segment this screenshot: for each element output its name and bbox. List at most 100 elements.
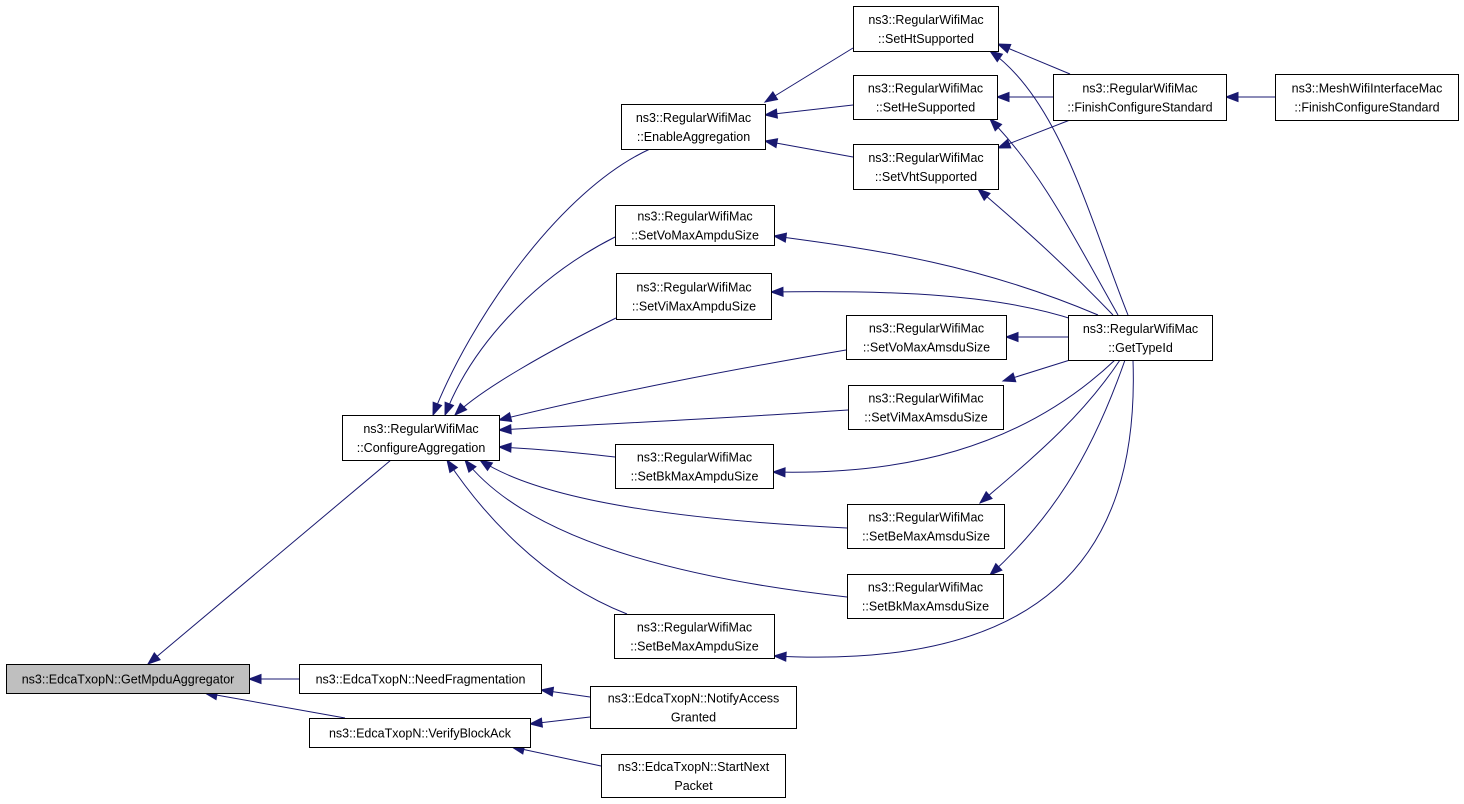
call-edge-set_vi_max_amsdu-to-configure_aggregation bbox=[497, 409, 849, 435]
node-label-line: ns3::EdcaTxopN::VerifyBlockAck bbox=[329, 727, 512, 741]
node-box bbox=[621, 104, 766, 150]
call-edge-mesh_finish_configure_standard-to-finish_configure_standard bbox=[1224, 91, 1275, 103]
call-edge-finish_configure_standard-to-set_vht_supported bbox=[996, 119, 1071, 149]
node-get-type-id[interactable]: ns3::RegularWifiMac::GetTypeId bbox=[1068, 315, 1213, 361]
node-finish-configure-standard[interactable]: ns3::RegularWifiMac::FinishConfigureStan… bbox=[1053, 74, 1227, 121]
node-label-line: ns3::EdcaTxopN::StartNext bbox=[618, 760, 770, 774]
call-edge-get_type_id-to-set_ht_supported bbox=[988, 50, 1129, 316]
node-label-line: ns3::RegularWifiMac bbox=[363, 422, 478, 436]
node-mesh-finish-configure-standard[interactable]: ns3::MeshWifiInterfaceMac::FinishConfigu… bbox=[1275, 74, 1459, 121]
call-edge-set_bk_max_ampdu-to-configure_aggregation bbox=[497, 442, 616, 458]
node-label-line: ::SetHeSupported bbox=[876, 101, 975, 115]
arrowhead-icon bbox=[978, 490, 993, 504]
node-configure-aggregation[interactable]: ns3::RegularWifiMac::ConfigureAggregatio… bbox=[342, 415, 500, 461]
arrowhead-icon bbox=[528, 717, 544, 728]
node-set-be-max-amsdu[interactable]: ns3::RegularWifiMac::SetBeMaxAmsduSize bbox=[847, 504, 1005, 549]
node-box bbox=[846, 315, 1007, 360]
node-box bbox=[1275, 74, 1459, 121]
node-box bbox=[615, 205, 775, 246]
node-label-line: ns3::EdcaTxopN::NotifyAccess bbox=[608, 692, 780, 706]
arrowhead-icon bbox=[772, 651, 787, 662]
node-set-vht-supported[interactable]: ns3::RegularWifiMac::SetVhtSupported bbox=[853, 144, 999, 190]
node-set-bk-max-ampdu[interactable]: ns3::RegularWifiMac::SetBkMaxAmpduSize bbox=[615, 444, 774, 489]
node-box bbox=[6, 664, 250, 694]
node-get-mpdu-aggregator[interactable]: ns3::EdcaTxopN::GetMpduAggregator bbox=[6, 664, 250, 694]
arrowhead-icon bbox=[1001, 372, 1017, 383]
node-label-line: ns3::EdcaTxopN::GetMpduAggregator bbox=[22, 673, 235, 687]
node-set-vo-max-amsdu[interactable]: ns3::RegularWifiMac::SetVoMaxAmsduSize bbox=[846, 315, 1007, 360]
node-box bbox=[616, 273, 772, 320]
node-set-be-max-ampdu[interactable]: ns3::RegularWifiMac::SetBeMaxAmpduSize bbox=[614, 614, 775, 659]
node-label-line: ::SetBeMaxAmsduSize bbox=[862, 530, 990, 544]
node-label-line: ns3::RegularWifiMac bbox=[869, 322, 984, 336]
node-set-bk-max-amsdu[interactable]: ns3::RegularWifiMac::SetBkMaxAmsduSize bbox=[847, 574, 1004, 619]
node-label-line: Granted bbox=[671, 711, 716, 725]
node-label-line: ::SetHtSupported bbox=[878, 32, 974, 46]
call-edge-start_next_packet-to-verify_block_ack bbox=[510, 744, 602, 767]
call-edge-set_vi_max_ampdu-to-configure_aggregation bbox=[453, 317, 617, 417]
node-box bbox=[615, 444, 774, 489]
node-label-line: Packet bbox=[674, 779, 713, 793]
arrowhead-icon bbox=[763, 108, 779, 119]
edge-line bbox=[997, 43, 1071, 75]
edge-line bbox=[764, 47, 854, 103]
node-label-line: ::SetBeMaxAmpduSize bbox=[630, 640, 759, 654]
call-edge-enable_aggregation-to-configure_aggregation bbox=[432, 148, 651, 417]
arrowhead-icon bbox=[771, 467, 786, 478]
arrowhead-icon bbox=[996, 138, 1012, 149]
edge-line bbox=[997, 119, 1071, 149]
node-label-line: ::ConfigureAggregation bbox=[357, 441, 486, 455]
edge-line bbox=[498, 446, 616, 458]
arrowhead-icon bbox=[497, 442, 512, 453]
call-edge-set_bk_max_amsdu-to-configure_aggregation bbox=[464, 458, 848, 598]
node-label-line: ns3::RegularWifiMac bbox=[637, 621, 752, 635]
node-box bbox=[590, 686, 797, 729]
node-label-line: ns3::RegularWifiMac bbox=[637, 451, 752, 465]
arrowhead-icon bbox=[772, 232, 788, 243]
arrowhead-icon bbox=[432, 401, 443, 417]
node-set-vo-max-ampdu[interactable]: ns3::RegularWifiMac::SetVoMaxAmpduSize bbox=[615, 205, 775, 246]
node-label-line: ::FinishConfigureStandard bbox=[1067, 101, 1212, 115]
edge-line bbox=[989, 359, 1126, 576]
edge-line bbox=[764, 104, 854, 116]
node-label-line: ns3::RegularWifiMac bbox=[1083, 322, 1198, 336]
call-edge-get_type_id-to-set_bk_max_ampdu bbox=[771, 359, 1116, 478]
node-set-he-supported[interactable]: ns3::RegularWifiMac::SetHeSupported bbox=[853, 75, 998, 120]
arrowhead-icon bbox=[446, 458, 459, 474]
node-set-vi-max-amsdu[interactable]: ns3::RegularWifiMac::SetViMaxAmsduSize bbox=[848, 385, 1004, 430]
node-label-line: ns3::MeshWifiInterfaceMac bbox=[1292, 82, 1443, 96]
node-box bbox=[601, 754, 786, 798]
node-box bbox=[309, 718, 531, 748]
call-edge-notify_access_granted-to-verify_block_ack bbox=[528, 716, 591, 728]
arrowhead-icon bbox=[497, 424, 512, 435]
node-label-line: ns3::RegularWifiMac bbox=[637, 210, 752, 224]
arrowhead-icon bbox=[539, 686, 555, 697]
node-enable-aggregation[interactable]: ns3::RegularWifiMac::EnableAggregation bbox=[621, 104, 766, 150]
node-label-line: ns3::RegularWifiMac bbox=[1082, 82, 1197, 96]
arrowhead-icon bbox=[1224, 91, 1239, 103]
node-label-line: ::SetBkMaxAmsduSize bbox=[862, 600, 989, 614]
arrowhead-icon bbox=[444, 401, 455, 417]
node-label-line: ::SetViMaxAmpduSize bbox=[632, 300, 756, 314]
arrowhead-icon bbox=[763, 91, 779, 103]
call-edge-get_type_id-to-set_vi_max_amsdu bbox=[1001, 359, 1071, 383]
call-edge-get_type_id-to-set_bk_max_amsdu bbox=[988, 359, 1126, 576]
arrowhead-icon bbox=[996, 43, 1012, 54]
call-edge-set_he_supported-to-enable_aggregation bbox=[763, 104, 854, 119]
edge-line bbox=[147, 459, 392, 665]
call-edge-notify_access_granted-to-need_fragmentation bbox=[539, 686, 591, 698]
node-set-ht-supported[interactable]: ns3::RegularWifiMac::SetHtSupported bbox=[853, 6, 999, 52]
node-verify-block-ack[interactable]: ns3::EdcaTxopN::VerifyBlockAck bbox=[309, 718, 531, 748]
arrowhead-icon bbox=[988, 50, 1004, 63]
arrowhead-icon bbox=[769, 286, 784, 298]
edge-line bbox=[770, 291, 1076, 321]
edge-line bbox=[511, 746, 602, 767]
node-label-line: ns3::RegularWifiMac bbox=[868, 581, 983, 595]
node-set-vi-max-ampdu[interactable]: ns3::RegularWifiMac::SetViMaxAmpduSize bbox=[616, 273, 772, 320]
node-need-fragmentation[interactable]: ns3::EdcaTxopN::NeedFragmentation bbox=[299, 664, 542, 694]
call-edge-finish_configure_standard-to-set_he_supported bbox=[995, 91, 1053, 103]
